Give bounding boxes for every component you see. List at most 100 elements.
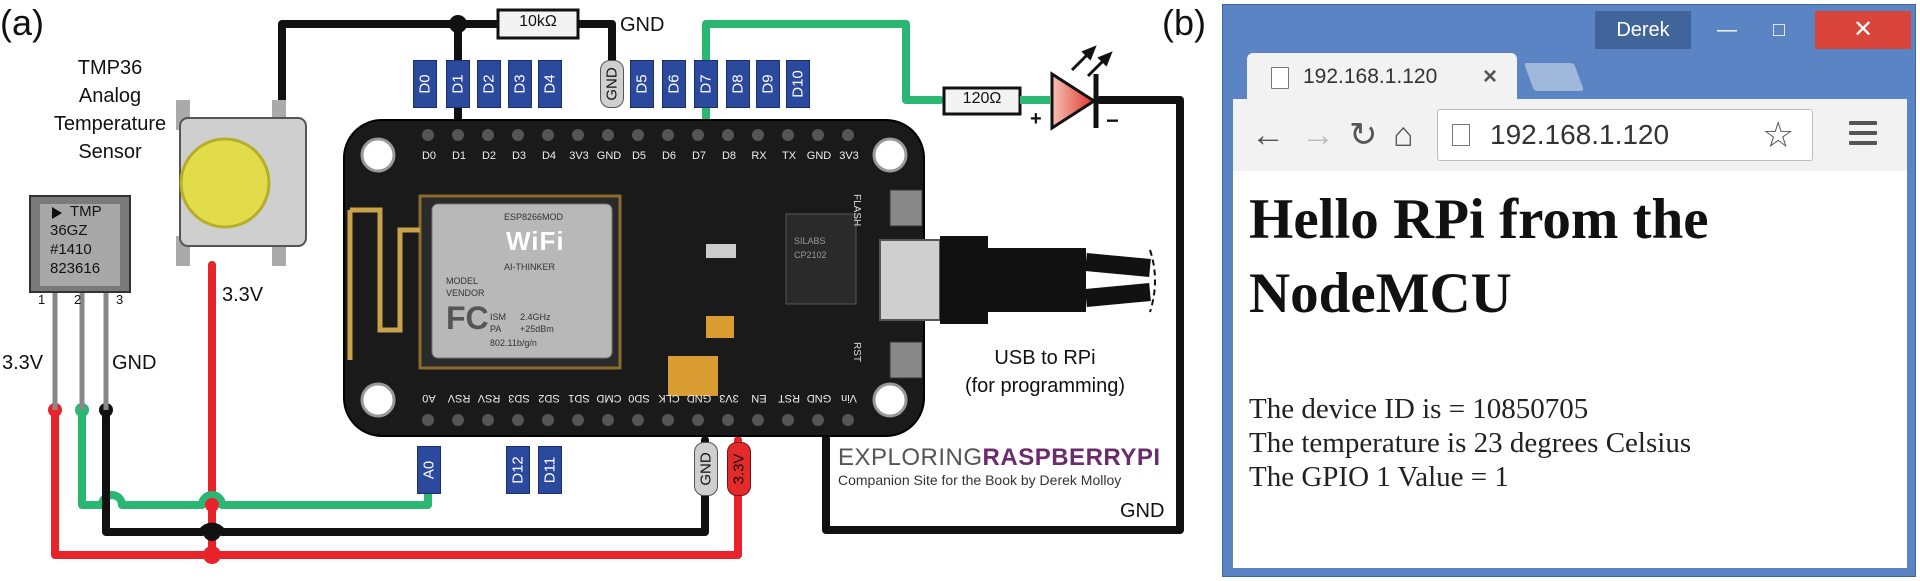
browser-toolbar: ← → ↻ ⌂ 192.168.1.120 ☆ (1233, 99, 1907, 172)
user-badge[interactable]: Derek (1595, 11, 1691, 49)
rst-label: RST (851, 342, 862, 362)
menu-icon[interactable] (1849, 121, 1877, 151)
wifi-logo: WiFi (506, 226, 565, 256)
brand-part1: EXPLORING (838, 444, 983, 471)
browser-tab[interactable]: 192.168.1.120 × (1247, 53, 1517, 101)
board-top-header-label: RX (751, 150, 767, 162)
board-bottom-header-label: CLK (658, 392, 680, 404)
module-text: 802.11b/g/n (490, 338, 537, 348)
board-top-header-label: D7 (691, 150, 707, 162)
board-top-header-label: 3V3 (569, 150, 589, 162)
gnd-top-label: GND (620, 14, 665, 36)
module-text: VENDOR (446, 288, 485, 298)
brand-logo: EXPLORINGRASPBERRYPI (838, 444, 1161, 472)
mount-hole (360, 137, 396, 173)
brand-part2: RASPBERRYPI (982, 444, 1161, 471)
pin-tile-d3: D3 (508, 60, 532, 108)
board-bottom-header-label: GND (806, 392, 832, 404)
led-minus: − (1106, 108, 1119, 133)
minimize-button[interactable]: — (1717, 19, 1737, 41)
board-bottom-header-label: SD3 (508, 392, 530, 404)
module-text: ISM (490, 312, 507, 322)
page-content: Hello RPi from the NodeMCU The device ID… (1233, 171, 1907, 568)
pin-number: 3 (116, 292, 124, 307)
board-bottom-header-label: RSV (477, 392, 501, 404)
pin-tile-gnd: GND (600, 60, 624, 108)
rst-button (889, 341, 923, 379)
junction-dot (203, 546, 221, 564)
panel-label-b: (b) (1162, 2, 1206, 43)
bottom-header-pins (422, 414, 854, 426)
resistor-120-label: 120Ω (962, 90, 1002, 107)
led-light-arrows-icon (1070, 45, 1113, 78)
chip-text: #1410 (50, 241, 92, 258)
flash-label: FLASH (851, 194, 862, 227)
mount-hole (872, 382, 908, 418)
sensor-title-line: TMP36 (77, 57, 143, 79)
chip-text: CP2102 (794, 250, 827, 260)
analog-logo-icon (52, 207, 62, 219)
board-top-header-label: 3V3 (839, 150, 859, 162)
board-bottom-header-label: A0 (422, 392, 436, 404)
maximize-button[interactable]: □ (1772, 19, 1786, 41)
browser-window: Derek — □ ✕ 192.168.1.120 × ← → ↻ ⌂ 192.… (1222, 4, 1916, 577)
pin-tile-a0: A0 (417, 446, 441, 494)
tab-title: 192.168.1.120 (1303, 65, 1438, 88)
board-top-header-label: D0 (421, 150, 437, 162)
red-wire (51, 406, 742, 559)
flash-button (889, 189, 923, 227)
back-arrow-icon[interactable]: ← (1251, 116, 1285, 154)
module-text: MODEL (446, 276, 479, 286)
junction-dot (449, 15, 467, 33)
board-bottom-header-label: GND (686, 392, 712, 404)
pcb-antenna-icon (347, 207, 420, 360)
reload-icon[interactable]: ↻ (1349, 116, 1378, 154)
black-wire-top (278, 20, 504, 124)
led-diode-icon (1050, 71, 1097, 131)
bookmark-star-icon[interactable]: ☆ (1762, 114, 1795, 155)
chip-text: 36GZ (50, 222, 88, 239)
board-bottom-header-label: RSV (447, 392, 471, 404)
document-icon (1452, 124, 1470, 146)
sensor-title: TMP36 Analog Temperature Sensor (40, 54, 180, 166)
black-wire-gnd-top (574, 20, 616, 64)
sensor-gnd-label: GND (112, 352, 157, 374)
button-3v3-label: 3.3V (222, 284, 264, 306)
button-cap (179, 137, 271, 229)
crystal (706, 244, 736, 258)
home-icon[interactable]: ⌂ (1393, 116, 1414, 154)
module-text: +25dBm (520, 324, 554, 334)
board-bottom-header-label: RST (778, 392, 800, 404)
junction-dot (203, 523, 221, 541)
tantalum-cap-small (706, 316, 734, 338)
usb-plug (940, 236, 988, 324)
usb-label: USB to RPi (for programming) (940, 344, 1150, 400)
junction-dot (205, 498, 219, 512)
usb-cable (986, 248, 1086, 312)
board-bottom-header-label: EN (751, 392, 767, 404)
esp-shield (431, 203, 613, 359)
circuit-diagram (29, 8, 1184, 564)
pin-tile-d8: D8 (726, 60, 750, 108)
address-bar[interactable]: 192.168.1.120 ☆ (1437, 109, 1813, 161)
sensor-legs (52, 290, 109, 410)
module-text: PA (490, 324, 502, 334)
sensor-title-line: Analog (78, 85, 142, 107)
new-tab-button[interactable] (1523, 63, 1585, 91)
close-tab-icon[interactable]: × (1483, 63, 1498, 90)
board-top-header-label: D6 (661, 150, 677, 162)
close-window-button[interactable]: ✕ (1815, 11, 1911, 49)
chip-text: TMP (70, 203, 102, 220)
sensor-3v3-label: 3.3V (2, 352, 44, 374)
board-top-header-label: TX (781, 150, 797, 162)
chip-text: 823616 (50, 260, 101, 277)
board-top-header-label: D2 (481, 150, 497, 162)
forward-arrow-icon[interactable]: → (1301, 116, 1335, 154)
top-header-pins (422, 129, 854, 141)
tantalum-cap (668, 356, 718, 396)
board-top-header-label: GND (806, 150, 832, 162)
pin-tile-gnd-bottom: GND (694, 442, 718, 496)
usb-label-line: USB to RPi (994, 347, 1096, 369)
green-wire-led (702, 20, 944, 122)
